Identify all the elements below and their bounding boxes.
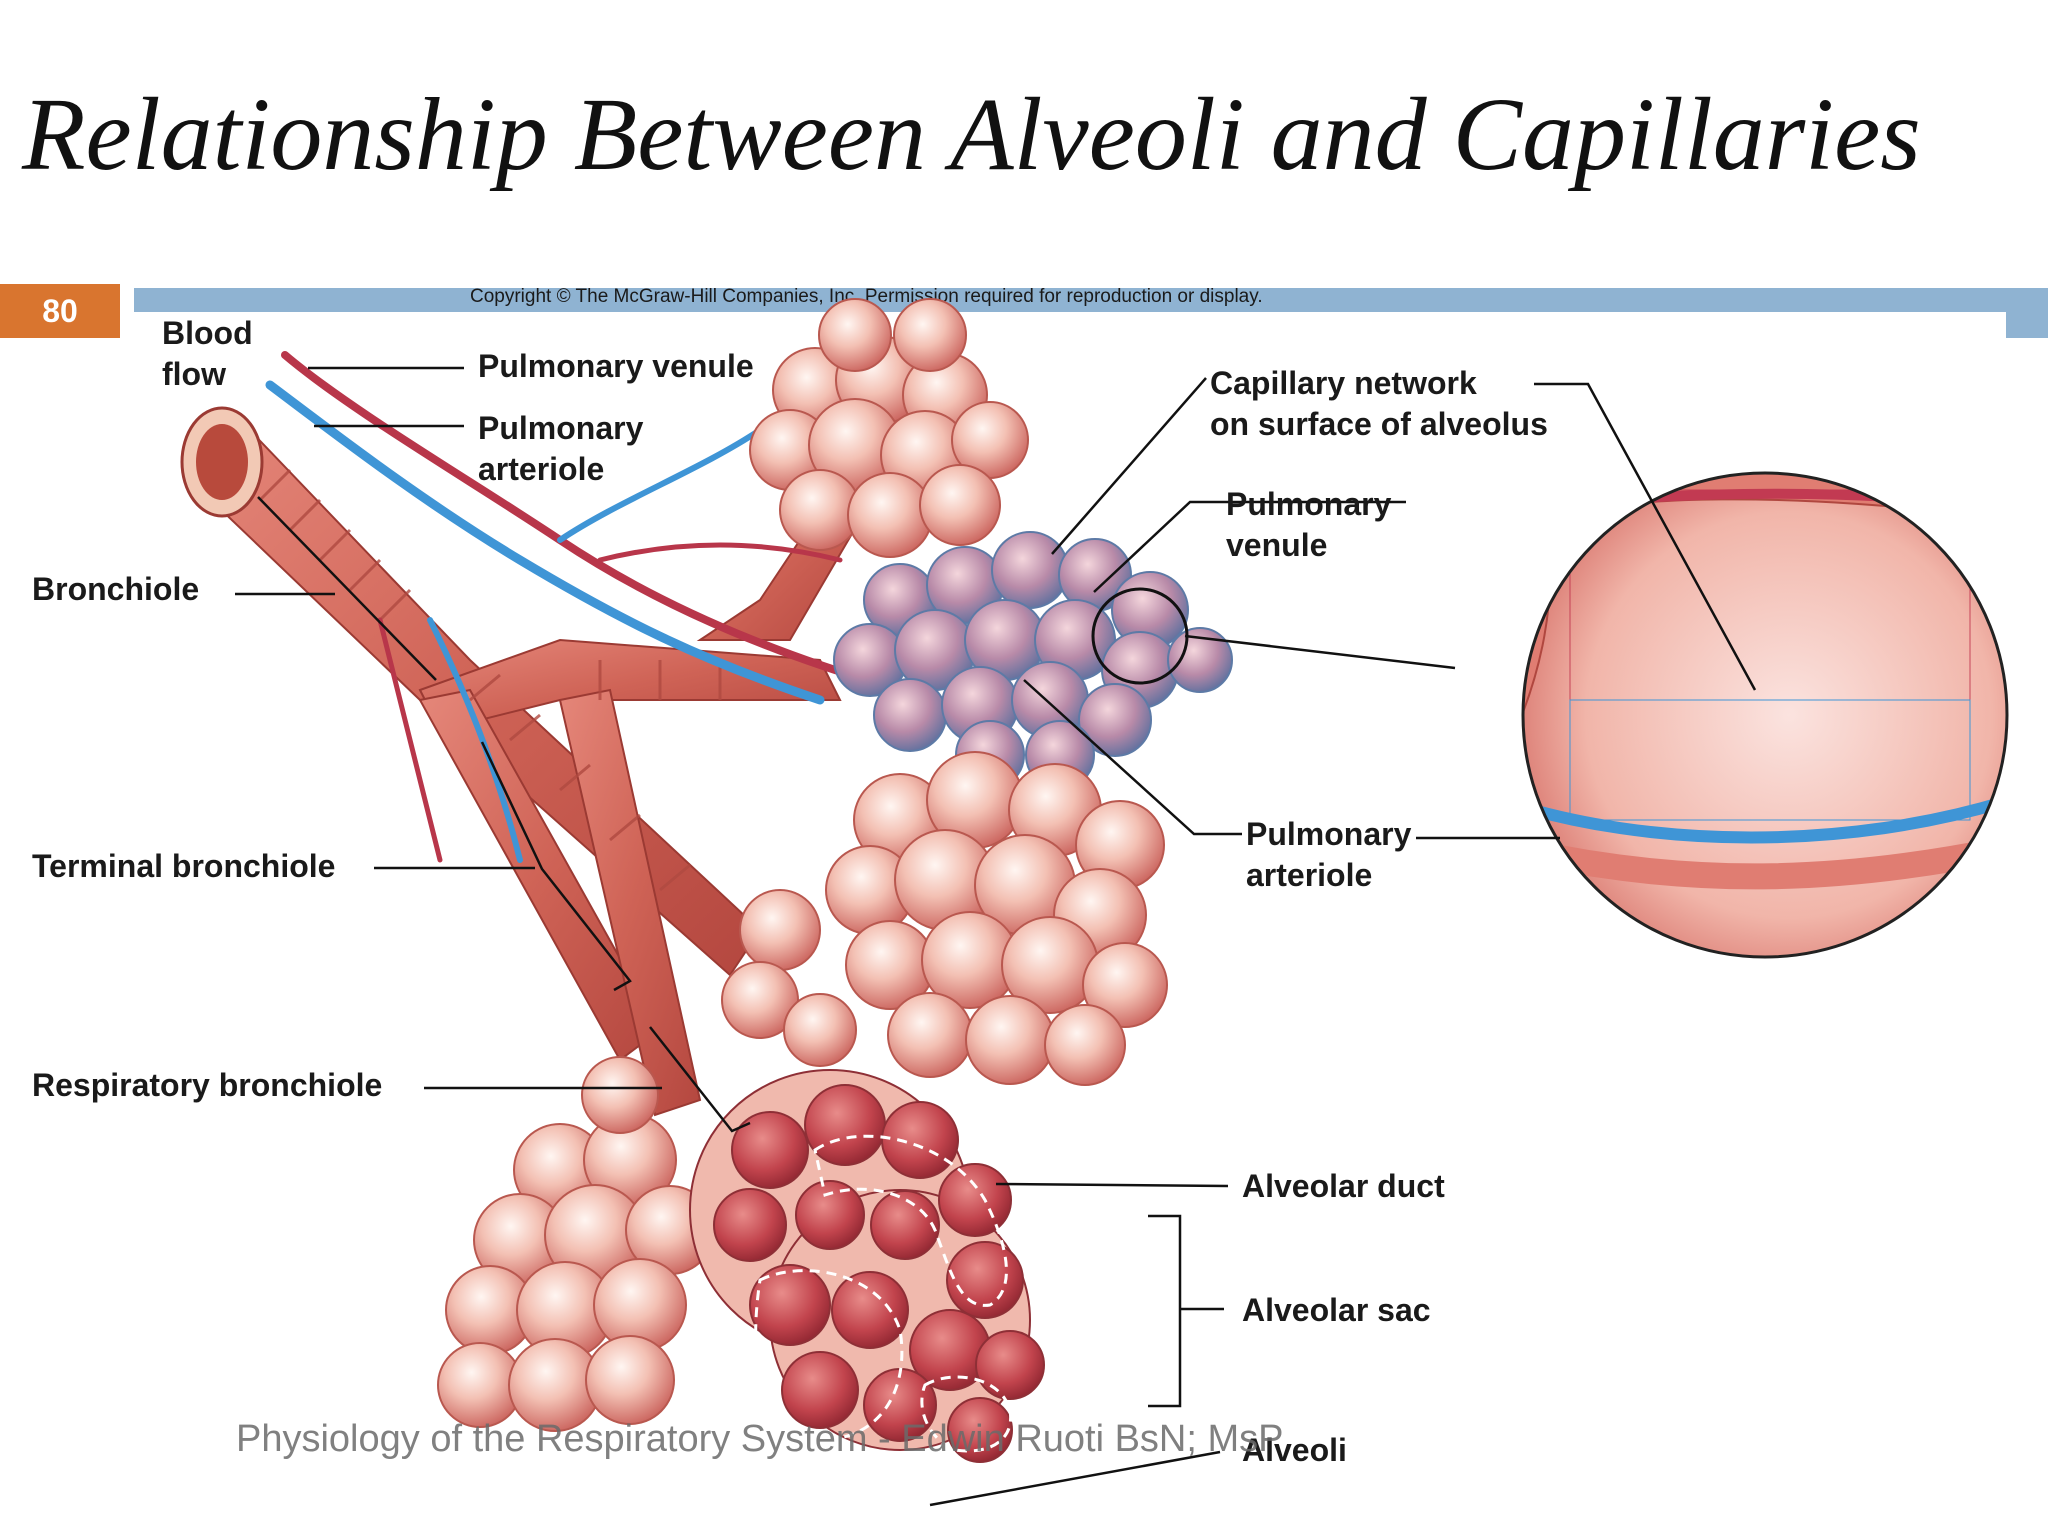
alveolar-cluster-middle <box>721 751 1168 1086</box>
pulmonary-vessels <box>265 351 904 863</box>
alveolar-cluster-left <box>437 1056 715 1432</box>
label-pulmonary-venule: Pulmonary venule <box>478 348 754 384</box>
copyright-notice: Copyright © The McGraw-Hill Companies, I… <box>470 286 1263 307</box>
slide-title: Relationship Between Alveoli and Capilla… <box>22 77 1921 192</box>
label-blood-flow: Blood flow <box>162 315 253 392</box>
leader-lines <box>235 366 1757 1507</box>
bronchiole-tree <box>188 418 862 1117</box>
label-respiratory-bronchiole: Respiratory bronchiole <box>32 1067 383 1103</box>
alveolar-sac-section <box>689 1069 1045 1463</box>
label-pulmonary-arteriole: Pulmonary arteriole <box>478 410 644 487</box>
label-capillary-network: Capillary network on surface of alveolus <box>1210 365 1548 442</box>
alveolar-cluster-top <box>749 298 1029 558</box>
slide-number-badge: 80 <box>0 284 120 338</box>
slide-footer: Physiology of the Respiratory System - E… <box>236 1418 1284 1460</box>
label-alveolar-duct: Alveolar duct <box>1242 1168 1445 1204</box>
header-bar-tail <box>2006 312 2048 338</box>
magnified-alveolus-inset <box>1521 471 2009 959</box>
label-inset-pulmonary-venule: Pulmonary venule <box>1226 486 1392 563</box>
label-inset-pulmonary-arteriole: Pulmonary arteriole <box>1246 816 1412 893</box>
label-alveoli: Alveoli <box>1242 1432 1347 1468</box>
header-bar <box>134 288 2048 312</box>
label-bronchiole: Bronchiole <box>32 571 200 607</box>
alveolar-cluster-capillary <box>833 531 1233 790</box>
label-alveolar-sac: Alveolar sac <box>1242 1292 1431 1328</box>
label-terminal-bronchiole: Terminal bronchiole <box>32 848 336 884</box>
